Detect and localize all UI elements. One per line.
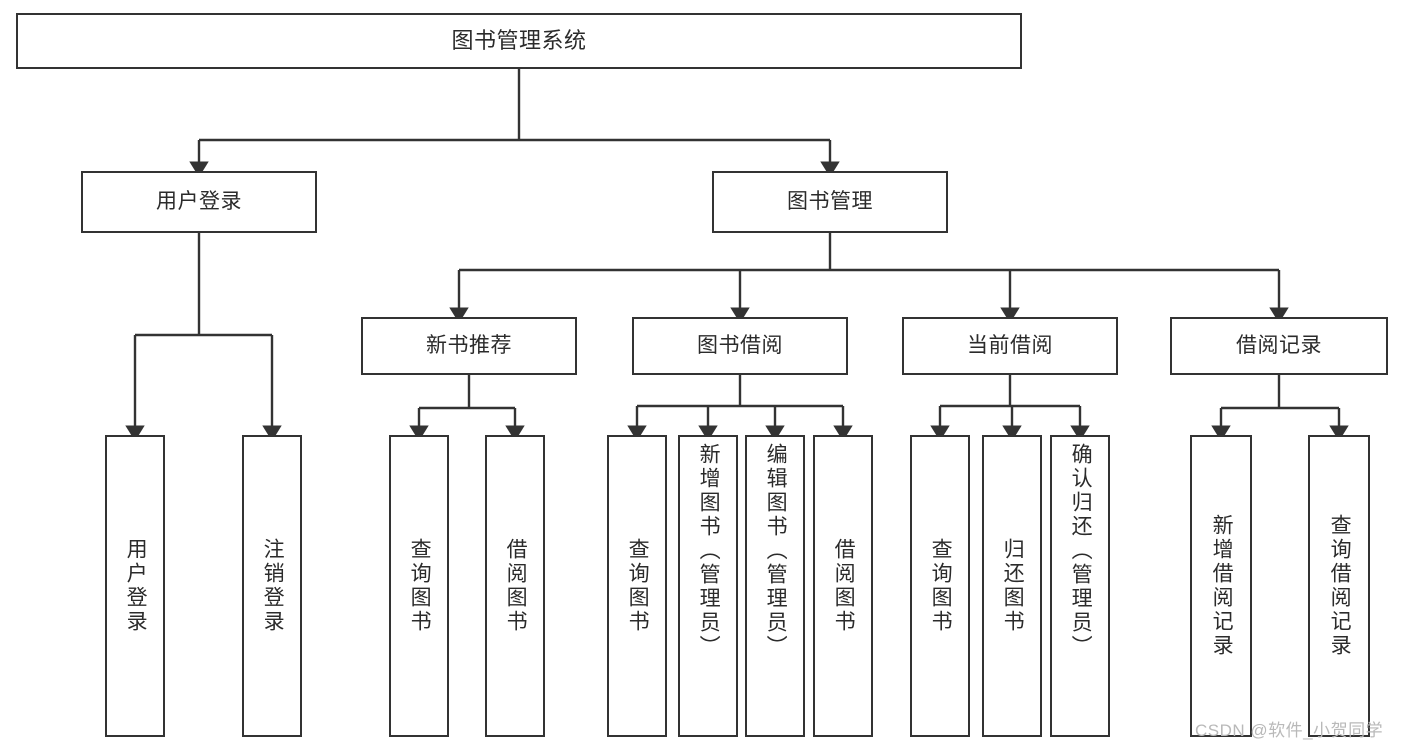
node-leaf-edit-book[interactable]: 编辑图书（管理员） bbox=[745, 435, 805, 737]
node-new-book-rec[interactable]: 新书推荐 bbox=[361, 317, 577, 375]
node-label: 图书借阅 bbox=[697, 333, 783, 357]
node-borrow-record[interactable]: 借阅记录 bbox=[1170, 317, 1388, 375]
node-leaf-add-record[interactable]: 新增借阅记录 bbox=[1190, 435, 1252, 737]
node-label: 图书管理系统 bbox=[451, 28, 587, 54]
node-label: 新增图书（管理员） bbox=[697, 443, 721, 659]
node-label: 归还图书 bbox=[1001, 538, 1025, 634]
node-leaf-query-record[interactable]: 查询借阅记录 bbox=[1308, 435, 1370, 737]
node-leaf-borrow-book-2[interactable]: 借阅图书 bbox=[813, 435, 873, 737]
connector-trunk-current-borrow-to-leaves bbox=[940, 375, 1080, 408]
node-label: 查询图书 bbox=[626, 538, 650, 634]
node-book-manage[interactable]: 图书管理 bbox=[712, 171, 948, 233]
node-leaf-query-book-2[interactable]: 查询图书 bbox=[607, 435, 667, 737]
connector-trunk-book-borrow-to-leaves bbox=[637, 375, 843, 408]
node-label: 借阅图书 bbox=[832, 538, 856, 634]
node-label: 当前借阅 bbox=[967, 333, 1053, 357]
node-leaf-confirm-return[interactable]: 确认归还（管理员） bbox=[1050, 435, 1110, 737]
node-label: 新增借阅记录 bbox=[1210, 514, 1234, 658]
node-book-borrow[interactable]: 图书借阅 bbox=[632, 317, 848, 375]
node-user-login[interactable]: 用户登录 bbox=[81, 171, 317, 233]
node-label: 查询借阅记录 bbox=[1328, 514, 1352, 658]
node-leaf-query-book-1[interactable]: 查询图书 bbox=[389, 435, 449, 737]
node-label: 查询图书 bbox=[929, 538, 953, 634]
connector-trunk-book-manage-to-level2 bbox=[459, 233, 1279, 272]
node-label: 编辑图书（管理员） bbox=[764, 443, 788, 659]
watermark-label: CSDN @软件_小贺同学 bbox=[1195, 721, 1384, 740]
node-leaf-logout[interactable]: 注销登录 bbox=[242, 435, 302, 737]
connector-trunk-root-to-level1 bbox=[199, 69, 830, 142]
node-label: 注销登录 bbox=[261, 538, 285, 634]
node-leaf-add-book[interactable]: 新增图书（管理员） bbox=[678, 435, 738, 737]
node-root[interactable]: 图书管理系统 bbox=[16, 13, 1022, 69]
node-label: 用户登录 bbox=[124, 538, 148, 634]
node-label: 用户登录 bbox=[156, 189, 242, 213]
node-label: 借阅记录 bbox=[1236, 333, 1322, 357]
node-label: 确认归还（管理员） bbox=[1069, 443, 1093, 659]
connector-trunk-user-login-to-leaves bbox=[135, 233, 272, 337]
connector-trunk-new-book-rec-to-leaves bbox=[419, 375, 515, 410]
node-leaf-borrow-book-1[interactable]: 借阅图书 bbox=[485, 435, 545, 737]
node-label: 借阅图书 bbox=[504, 538, 528, 634]
node-current-borrow[interactable]: 当前借阅 bbox=[902, 317, 1118, 375]
node-leaf-user-login[interactable]: 用户登录 bbox=[105, 435, 165, 737]
node-leaf-return-book[interactable]: 归还图书 bbox=[982, 435, 1042, 737]
node-leaf-query-book-3[interactable]: 查询图书 bbox=[910, 435, 970, 737]
node-label: 图书管理 bbox=[787, 189, 873, 213]
node-label: 新书推荐 bbox=[426, 333, 512, 357]
node-label: 查询图书 bbox=[408, 538, 432, 634]
connector-lines bbox=[125, 69, 1349, 442]
connector-trunk-borrow-record-to-leaves bbox=[1221, 375, 1339, 410]
